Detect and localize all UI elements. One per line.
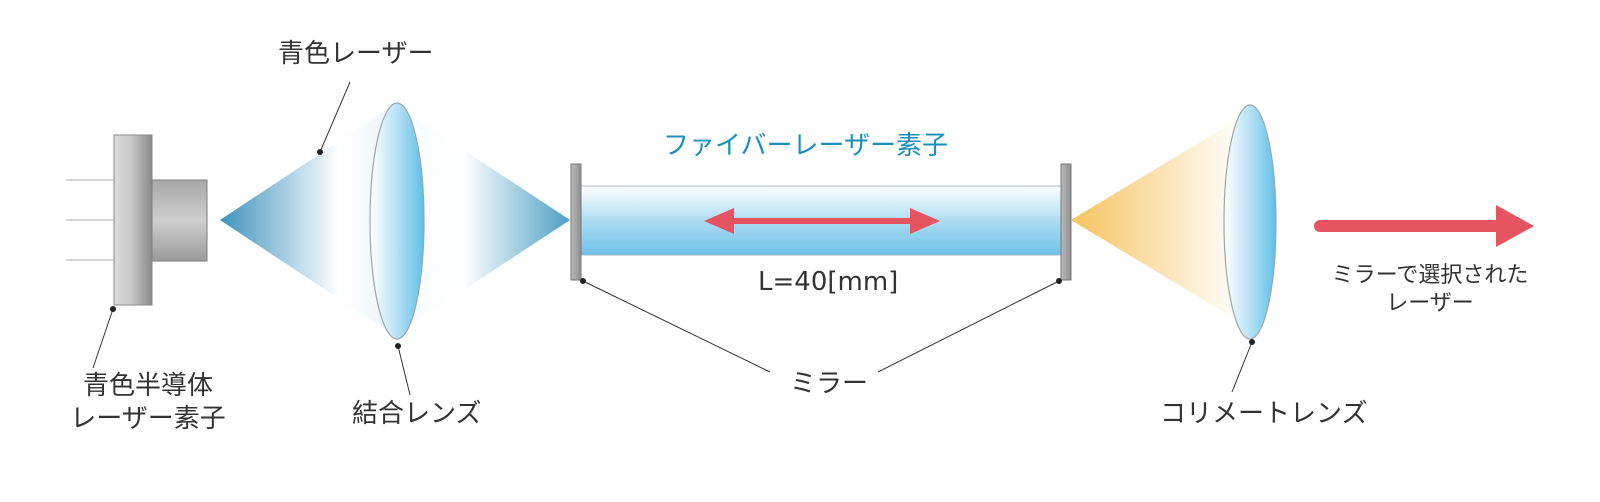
output-label-line1: ミラーで選択された: [1331, 263, 1529, 288]
fiber-element-label: ファイバーレーザー素子: [663, 131, 948, 161]
laser-diode-label-line2: レーザー素子: [70, 403, 226, 434]
mirror-right: [1060, 163, 1072, 281]
leader-dots: [110, 149, 1255, 349]
collimating-lens-label: コリメートレンズ: [1160, 399, 1368, 429]
output-label-line2: レーザー: [1386, 290, 1474, 316]
blue-laser-beam-in: [220, 110, 386, 330]
length-label: L=40[mm]: [758, 267, 899, 297]
laser-diode-label-line1: 青色半導体: [82, 371, 213, 401]
coupling-lens-label: 結合レンズ: [352, 399, 482, 429]
resonance-arrow: [704, 208, 940, 234]
blue-laser-beam-out: [406, 112, 570, 328]
mirror-label: ミラー: [790, 369, 869, 399]
laser-diode: [66, 134, 208, 306]
mirror-left: [570, 163, 582, 281]
blue-laser-label: 青色レーザー: [278, 39, 434, 69]
diode-flange: [113, 134, 153, 306]
laser-diode-label: 青色半導体 レーザー素子: [58, 370, 238, 435]
output-laser-label: ミラーで選択された レーザー: [1315, 262, 1545, 317]
output-beam-cone: [1071, 118, 1240, 322]
diode-cap: [151, 179, 208, 262]
output-arrow: [1314, 205, 1534, 247]
coupling-lens: [369, 102, 425, 340]
collimating-lens: [1223, 104, 1277, 340]
leader-lines: [92, 81, 1253, 396]
